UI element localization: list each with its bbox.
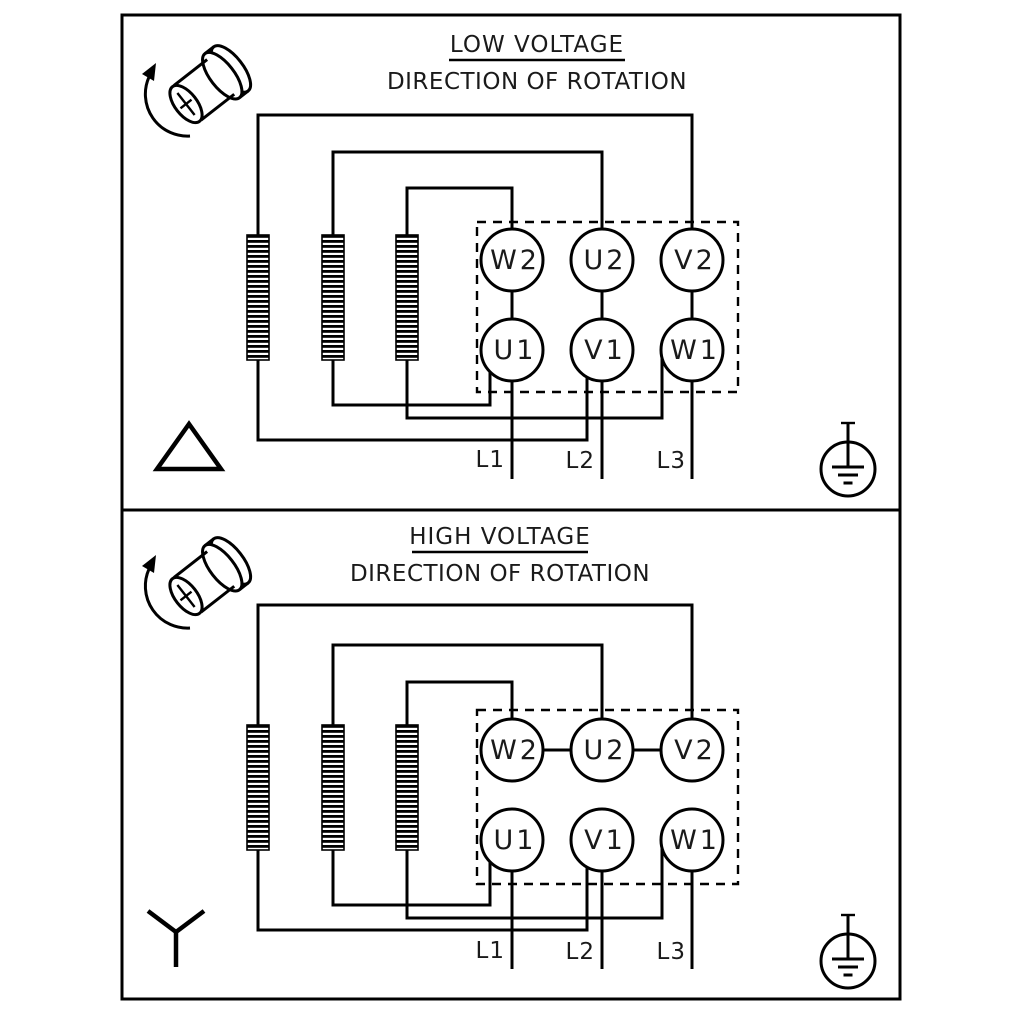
wire xyxy=(405,840,664,920)
terminal-w1: W1 xyxy=(659,807,725,873)
lead-label-l3: L3 xyxy=(657,939,686,965)
earth-ground-icon xyxy=(819,913,877,990)
wire xyxy=(405,186,514,250)
wire xyxy=(256,113,694,250)
wire xyxy=(331,360,492,407)
terminal-label: V2 xyxy=(674,735,716,766)
panel-border xyxy=(120,508,902,1001)
terminal-w2: W2 xyxy=(479,227,545,293)
panel-title: HIGH VOLTAGE xyxy=(409,524,591,550)
winding-coil xyxy=(321,724,345,851)
wire xyxy=(331,643,604,740)
wire xyxy=(256,603,694,740)
panel-subtitle: DIRECTION OF ROTATION xyxy=(350,561,650,587)
lead-label-l2: L2 xyxy=(566,448,595,474)
wire xyxy=(405,350,664,420)
winding-coil xyxy=(246,724,270,851)
lead-label-l2: L2 xyxy=(566,939,595,965)
terminal-label: U1 xyxy=(494,825,537,856)
terminal-v2: V2 xyxy=(659,717,725,783)
delta-icon xyxy=(152,420,226,472)
winding-coil xyxy=(395,724,419,851)
terminal-u2: U2 xyxy=(569,717,635,783)
terminal-label: W1 xyxy=(670,825,720,856)
terminal-label: U1 xyxy=(494,335,537,366)
low-voltage-panel: LOW VOLTAGE DIRECTION OF ROTATION xyxy=(120,13,902,512)
wire xyxy=(256,360,589,442)
lead-label-l1: L1 xyxy=(476,447,505,473)
terminal-label: W2 xyxy=(490,735,540,766)
lead-label-l1: L1 xyxy=(476,938,505,964)
wire xyxy=(256,850,589,932)
star-icon xyxy=(146,909,206,967)
terminal-label: V1 xyxy=(584,825,626,856)
terminal-w1: W1 xyxy=(659,317,725,383)
terminal-v2: V2 xyxy=(659,227,725,293)
terminal-label: U2 xyxy=(584,245,627,276)
terminal-label: U2 xyxy=(584,735,627,766)
terminal-v1: V1 xyxy=(569,807,635,873)
terminal-u1: U1 xyxy=(479,317,545,383)
wire xyxy=(331,150,604,250)
earth-ground-icon xyxy=(819,421,877,498)
terminal-v1: V1 xyxy=(569,317,635,383)
lead-label-l3: L3 xyxy=(657,448,686,474)
panel-subtitle: DIRECTION OF ROTATION xyxy=(387,69,687,95)
terminal-label: W1 xyxy=(670,335,720,366)
terminal-u1: U1 xyxy=(479,807,545,873)
terminal-label: W2 xyxy=(490,245,540,276)
panel-title: LOW VOLTAGE xyxy=(450,32,624,58)
terminal-label: V1 xyxy=(584,335,626,366)
winding-coil xyxy=(321,234,345,361)
terminal-board xyxy=(475,708,740,886)
shaft-rotation-icon xyxy=(140,37,260,138)
terminal-label: V2 xyxy=(674,245,716,276)
shaft-rotation-icon xyxy=(140,529,260,630)
high-voltage-panel: HIGH VOLTAGE DIRECTION OF ROTATION xyxy=(120,508,902,1001)
terminal-board xyxy=(475,220,740,394)
wire xyxy=(331,850,492,907)
terminal-w2: W2 xyxy=(479,717,545,783)
winding-coil xyxy=(395,234,419,361)
winding-coil xyxy=(246,234,270,361)
terminal-u2: U2 xyxy=(569,227,635,293)
